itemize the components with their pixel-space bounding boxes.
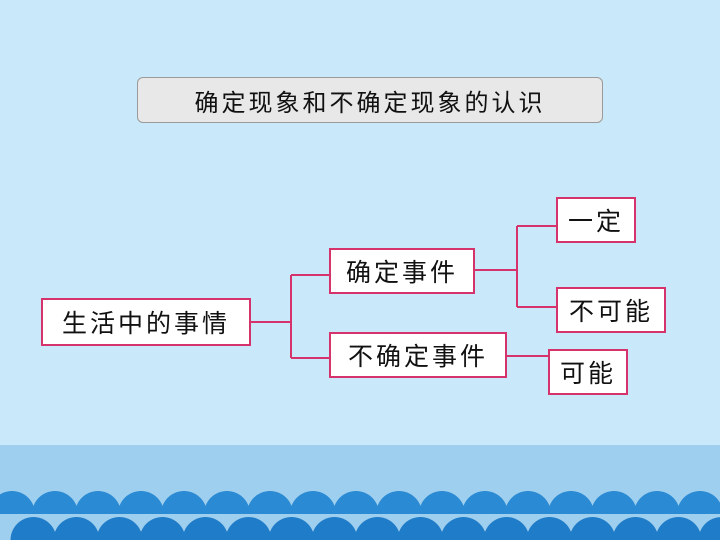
wave-arc bbox=[591, 491, 637, 514]
wave-arc bbox=[182, 517, 229, 540]
root-node: 生活中的事情 bbox=[41, 298, 251, 346]
wave-arc bbox=[483, 517, 530, 540]
wave-arc bbox=[655, 517, 702, 540]
wave-arc bbox=[376, 491, 422, 514]
wave-arc bbox=[698, 517, 720, 540]
wave-arc bbox=[548, 491, 594, 514]
wave-arc bbox=[139, 517, 186, 540]
wave-arc bbox=[268, 517, 315, 540]
wave-arc bbox=[0, 491, 35, 514]
wave-arc bbox=[333, 491, 379, 514]
wave-arc bbox=[118, 491, 164, 514]
leaf-possible: 可能 bbox=[548, 349, 628, 395]
wave-decoration bbox=[0, 491, 720, 540]
wave-arc bbox=[612, 517, 659, 540]
wave-arc bbox=[440, 517, 487, 540]
wave-arc bbox=[247, 491, 293, 514]
wave-arc bbox=[290, 491, 336, 514]
wave-arc bbox=[354, 517, 401, 540]
wave-arc bbox=[161, 491, 207, 514]
page-title: 确定现象和不确定现象的认识 bbox=[137, 77, 603, 123]
wave-arc bbox=[569, 517, 616, 540]
wave-arc bbox=[397, 517, 444, 540]
connector-branch1-leaves bbox=[475, 225, 556, 308]
wave-arc bbox=[311, 517, 358, 540]
wave-arc bbox=[96, 517, 143, 540]
branch-certain-event: 确定事件 bbox=[329, 248, 475, 294]
wave-arc bbox=[462, 491, 508, 514]
leaf-certain: 一定 bbox=[556, 197, 636, 243]
wave-arc bbox=[419, 491, 465, 514]
wave-arc bbox=[677, 491, 720, 514]
connector-root-branches bbox=[251, 274, 329, 359]
wave-arc bbox=[53, 517, 100, 540]
wave-arc bbox=[526, 517, 573, 540]
wave-arc bbox=[225, 517, 272, 540]
branch-uncertain-event: 不确定事件 bbox=[329, 332, 507, 378]
wave-arc bbox=[204, 491, 250, 514]
wave-arc bbox=[10, 517, 57, 540]
wave-arc bbox=[75, 491, 121, 514]
leaf-impossible: 不可能 bbox=[556, 287, 666, 333]
wave-arc bbox=[634, 491, 680, 514]
wave-arc bbox=[32, 491, 78, 514]
wave-arc bbox=[505, 491, 551, 514]
